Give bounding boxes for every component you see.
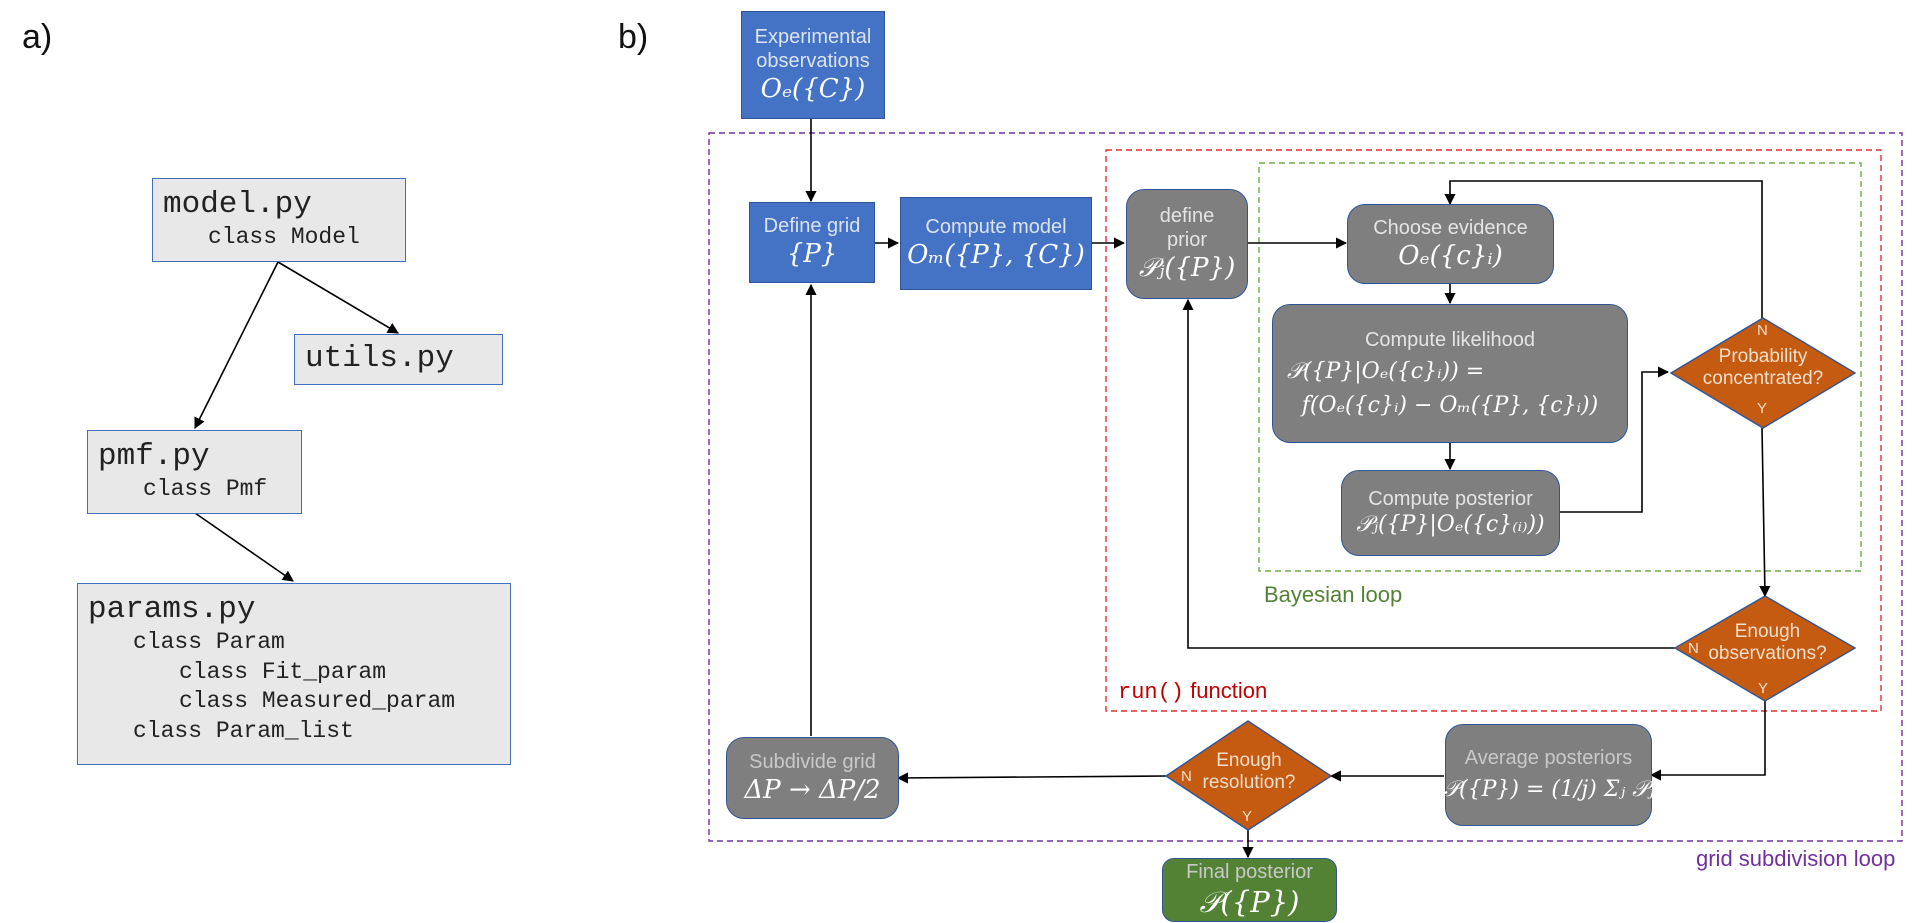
enough-observations-diamond [1673, 595, 1857, 702]
run-function-frame [1105, 149, 1882, 712]
arrow-model-to-utils [277, 261, 399, 334]
probability-concentrated-diamond [1669, 317, 1857, 429]
fit-param-class-line: class Fit_param [179, 658, 387, 685]
panel-b-arrows [805, 119, 1771, 859]
enough-resolution-no: N [1181, 768, 1192, 785]
compute-model-label: Compute model [925, 216, 1067, 239]
run-function-label: run() function [1118, 678, 1267, 705]
subdivide-grid-label: Subdivide grid [749, 750, 876, 773]
compute-posterior-label: Compute posterior [1368, 488, 1533, 511]
final-posterior-label: Final posterior [1186, 860, 1313, 883]
utils-py-title: utils.py [305, 341, 454, 376]
compute-likelihood-math-line1: 𝒫({P}|Oₑ({c}ᵢ)) = [1287, 359, 1485, 384]
panel-a-label: a) [22, 18, 53, 56]
utils-py-box: utils.py [294, 334, 503, 385]
arrow-observations-yes-to-average [1649, 701, 1766, 781]
arrow-observations-no-to-prior [1182, 298, 1678, 649]
average-posteriors-label: Average posteriors [1464, 747, 1633, 770]
grid-subdivision-loop-frame [708, 132, 1903, 842]
choose-evidence-node: Choose evidence Oₑ({c}ᵢ) [1347, 204, 1554, 284]
choose-evidence-math: Oₑ({c}ᵢ) [1398, 240, 1503, 271]
pmf-class-line: class Pmf [143, 475, 268, 502]
enough-observations-label: Enough observations? [1708, 621, 1827, 664]
compute-likelihood-label: Compute likelihood [1364, 329, 1536, 351]
model-class-line: class Model [208, 223, 360, 250]
final-posterior-node: Final posterior 𝒫({P}) [1162, 858, 1337, 922]
choose-evidence-label: Choose evidence [1373, 216, 1528, 239]
define-grid-node: Define grid {P} [749, 202, 875, 283]
run-function-text: function [1184, 678, 1268, 703]
model-py-title: model.py [163, 187, 312, 222]
average-posteriors-math: 𝒫({P}) = (1/j) Σⱼ 𝒫ⱼ [1443, 777, 1654, 803]
enough-observations-no: N [1688, 640, 1699, 657]
subdivide-grid-math: ΔP → ΔP/2 [744, 774, 881, 805]
compute-likelihood-node: Compute likelihood 𝒫({P}|Oₑ({c}ᵢ)) = f(O… [1272, 304, 1628, 443]
compute-model-math: Oₘ({P}, {C}) [907, 240, 1085, 271]
params-py-box: params.py class Param class Fit_param cl… [77, 583, 511, 765]
probability-concentrated-label: Probability concentrated? [1702, 346, 1824, 389]
define-grid-math: {P} [786, 239, 838, 270]
enough-resolution-yes: Y [1242, 808, 1253, 825]
grid-subdivision-loop-label: grid subdivision loop [1696, 846, 1896, 871]
compute-model-node: Compute model Oₘ({P}, {C}) [900, 197, 1092, 290]
experimental-observations-label: Experimental observations [754, 25, 872, 72]
enough-observations-yes: Y [1758, 680, 1769, 697]
panel-a-arrows [194, 261, 399, 582]
probability-concentrated-no: N [1757, 322, 1768, 339]
enough-resolution-diamond [1164, 720, 1333, 831]
experimental-observations-math: Oₑ({C}) [760, 73, 866, 104]
bayesian-loop-frame [1258, 162, 1862, 572]
arrow-concentrated-no-to-evidence [1444, 180, 1763, 318]
average-posteriors-node: Average posteriors 𝒫({P}) = (1/j) Σⱼ 𝒫ⱼ [1443, 724, 1654, 826]
param-class-line: class Param [133, 628, 285, 655]
arrow-resolution-no-to-subdivide [896, 772, 1167, 784]
define-grid-label: Define grid [763, 215, 861, 238]
panel-b-label: b) [618, 18, 649, 56]
arrow-pmf-to-params [194, 512, 294, 582]
arrow-posterior-to-concentrated [1559, 366, 1670, 513]
arrow-model-to-pmf [194, 261, 279, 430]
define-prior-node: define prior 𝒫ⱼ({P}) [1126, 189, 1248, 299]
model-py-box: model.py class Model [152, 178, 406, 262]
params-py-title: params.py [88, 592, 256, 627]
pmf-py-title: pmf.py [98, 439, 210, 474]
run-function-code: run() [1118, 680, 1185, 705]
pmf-py-box: pmf.py class Pmf [87, 430, 302, 514]
compute-posterior-math: 𝒫ⱼ({P}|Oₑ({c}₍ᵢ₎)) [1356, 512, 1545, 538]
arrow-concentrated-yes-to-observations [1759, 427, 1771, 598]
measured-param-class-line: class Measured_param [179, 688, 456, 715]
compute-posterior-node: Compute posterior 𝒫ⱼ({P}|Oₑ({c}₍ᵢ₎)) [1341, 470, 1560, 556]
probability-concentrated-yes: Y [1757, 400, 1768, 417]
subdivide-grid-node: Subdivide grid ΔP → ΔP/2 [726, 737, 899, 819]
enough-resolution-label: Enough resolution? [1202, 750, 1296, 793]
bayesian-loop-label: Bayesian loop [1264, 582, 1403, 607]
compute-likelihood-math-line2: f(Oₑ({c}ᵢ) − Oₘ({P}, {c}ᵢ)) [1301, 392, 1599, 418]
param-list-class-line: class Param_list [133, 718, 354, 745]
define-prior-label: define prior [1159, 204, 1215, 251]
experimental-observations-node: Experimental observations Oₑ({C}) [741, 11, 885, 119]
define-prior-math: 𝒫ⱼ({P}) [1138, 252, 1236, 283]
final-posterior-math: 𝒫({P}) [1199, 884, 1300, 919]
